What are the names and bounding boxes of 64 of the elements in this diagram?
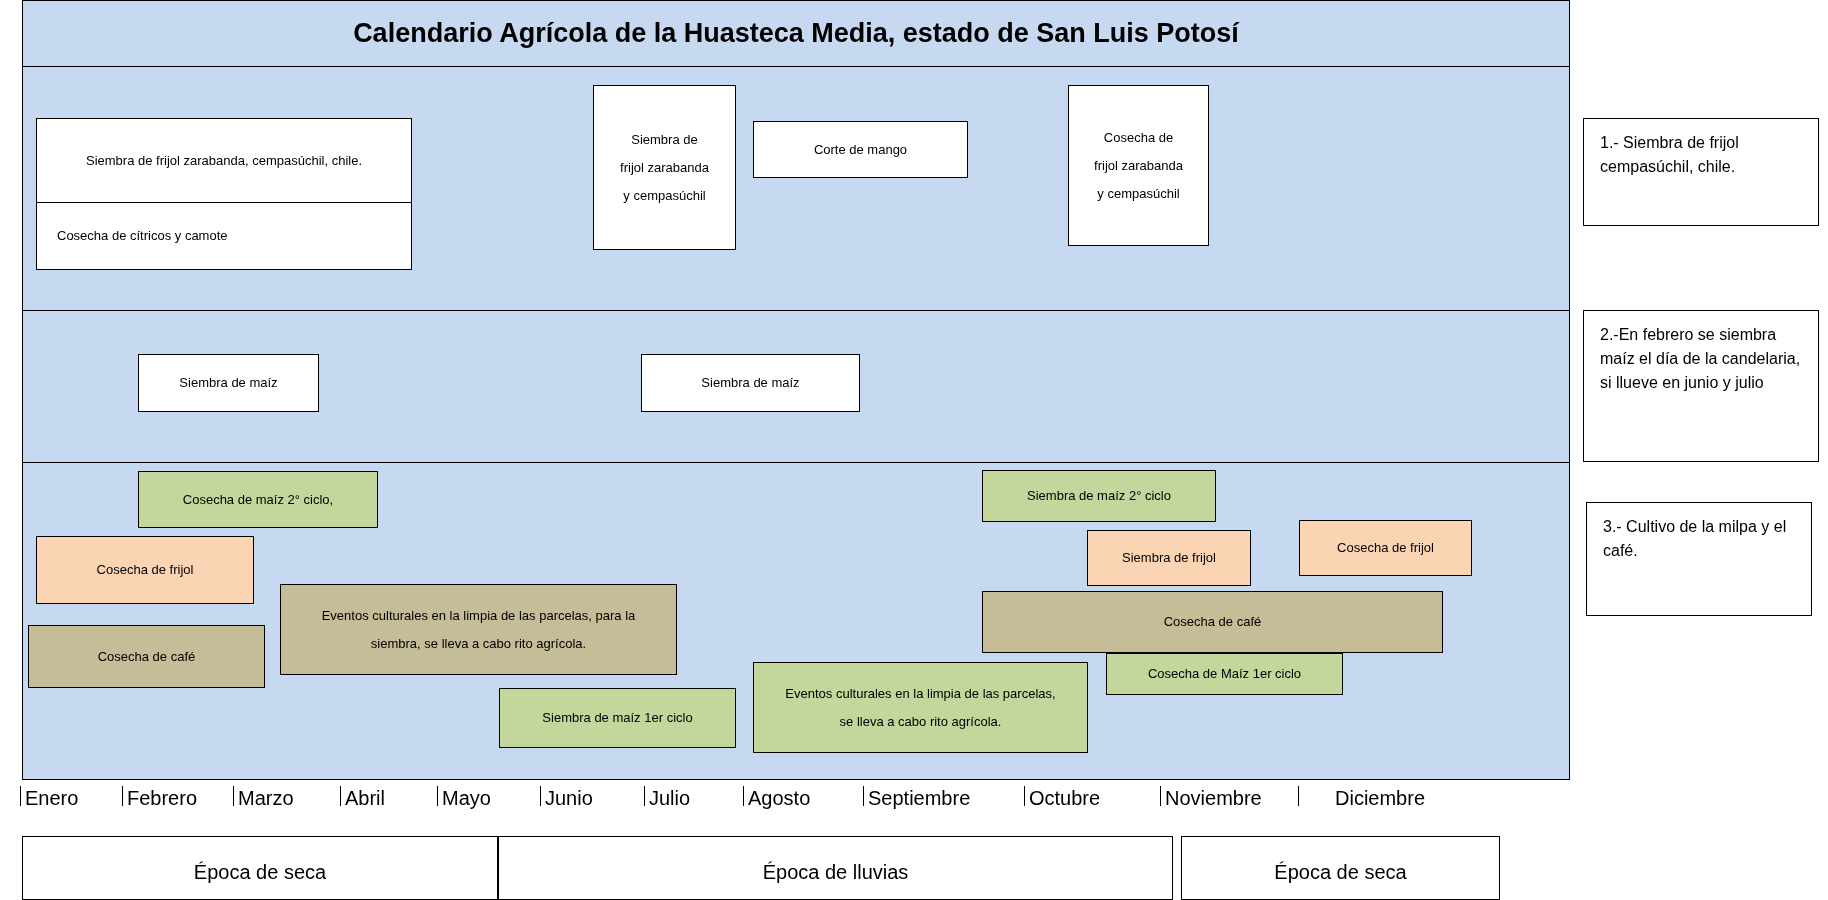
month-label: Enero xyxy=(25,786,79,811)
month-label: Diciembre xyxy=(1335,786,1426,811)
activity-text: Época de lluvias xyxy=(762,860,909,885)
activity-box xyxy=(1106,653,1343,695)
month-label: Agosto xyxy=(748,786,811,811)
activity-text: Eventos culturales en la limpia de las parcelas, para la siembra, se lleva a cabo rito agrícola. xyxy=(320,606,637,653)
month-label: Noviembre xyxy=(1165,786,1262,811)
activity-text: Siembra de frijol zarabanda y cempasúchil xyxy=(619,130,710,205)
activity-box xyxy=(1087,530,1251,586)
activity-box xyxy=(28,625,265,688)
activity-text: Siembra de maíz 1er ciclo xyxy=(542,709,693,727)
activity-box xyxy=(982,470,1216,522)
activity-box xyxy=(982,591,1443,653)
month-label: Mayo xyxy=(442,786,491,811)
activity-text: Cosecha de Maíz 1er ciclo xyxy=(1147,665,1302,683)
note-box xyxy=(1583,118,1819,226)
month-label: Julio xyxy=(649,786,691,811)
season-box xyxy=(498,836,1173,900)
activity-text: Siembra de maíz xyxy=(701,374,800,392)
activity-text: Época de seca xyxy=(193,860,327,885)
activity-text: Época de seca xyxy=(1274,860,1407,885)
season-box xyxy=(22,836,498,900)
month-label: Octubre xyxy=(1029,786,1101,811)
activity-text: Cosecha de frijol xyxy=(96,561,194,579)
activity-text: Cosecha de café xyxy=(97,647,196,666)
month-label: Junio xyxy=(545,786,593,811)
activity-text: Siembra de maíz 2° ciclo xyxy=(1027,487,1171,505)
activity-text: 1.- Siembra de frijol cempasúchil, chile. xyxy=(1600,134,1739,175)
activity-box xyxy=(138,471,378,528)
activity-text: 2.-En febrero se siembra maíz el día de la candelaria, si llueve en junio y julio xyxy=(1600,326,1801,391)
activity-text: Cosecha de frijol xyxy=(1337,539,1434,557)
activity-text: Cosecha de maíz 2° ciclo, xyxy=(182,490,334,509)
activity-box xyxy=(280,584,677,675)
month-label: Septiembre xyxy=(868,786,971,811)
activity-box xyxy=(36,536,254,604)
activity-text: Eventos culturales en la limpia de las parcelas, se lleva a cabo rito agrícola. xyxy=(784,684,1057,731)
activity-text: Cosecha de frijol zarabanda y cempasúchil xyxy=(1093,128,1184,203)
activity-box xyxy=(36,118,412,203)
activity-text: Siembra de frijol zarabanda, cempasúchil, chile. xyxy=(86,151,362,170)
activity-box xyxy=(641,354,860,412)
activity-box xyxy=(593,85,736,250)
calendar-band xyxy=(22,462,1570,780)
activity-box xyxy=(1068,85,1209,246)
calendar-band xyxy=(22,66,1570,311)
note-box xyxy=(1583,310,1819,462)
activity-text: 3.- Cultivo de la milpa y el café. xyxy=(1603,518,1787,559)
activity-text: Siembra de maíz xyxy=(179,374,278,392)
title: Calendario Agrícola de la Huasteca Media, estado de San Luis Potosí xyxy=(353,17,1239,51)
activity-text: Cosecha de café xyxy=(1163,613,1262,631)
activity-text: Cosecha de cítricos y camote xyxy=(56,227,228,245)
activity-box xyxy=(138,354,319,412)
activity-text: Corte de mango xyxy=(813,140,908,159)
month-label: Febrero xyxy=(127,786,198,811)
activity-box xyxy=(36,202,412,270)
month-label: Marzo xyxy=(238,786,294,811)
calendar-band xyxy=(22,310,1570,463)
activity-box xyxy=(753,662,1088,753)
activity-box xyxy=(1299,520,1472,576)
season-box xyxy=(1181,836,1500,900)
activity-box xyxy=(753,121,968,178)
month-label: Abril xyxy=(345,786,385,811)
activity-box xyxy=(499,688,736,748)
activity-text: Siembra de frijol xyxy=(1122,549,1216,567)
note-box xyxy=(1586,502,1812,616)
